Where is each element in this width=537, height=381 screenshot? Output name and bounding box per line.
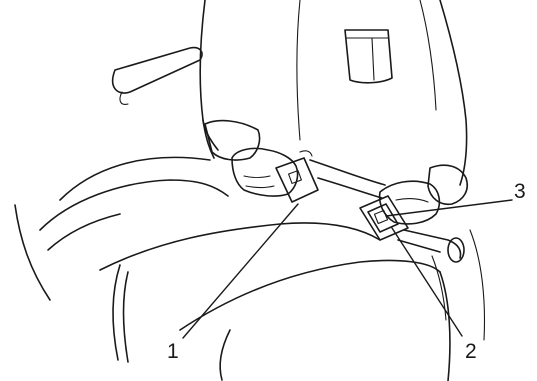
buckle-strap [398, 230, 464, 320]
release-button [374, 210, 387, 223]
leader-line-2 [392, 228, 462, 336]
lap-belt [310, 160, 385, 198]
leader-line-3 [386, 200, 512, 216]
left-hand [232, 148, 298, 196]
callout-2: 2 [465, 340, 477, 363]
chest-pocket [345, 30, 392, 83]
callout-3: 3 [514, 180, 526, 203]
right-sleeve [428, 165, 467, 204]
leader-line-1 [183, 204, 298, 338]
leader-lines [183, 200, 512, 338]
torso [200, 0, 467, 185]
armrest [113, 48, 202, 105]
right-hand [380, 181, 440, 224]
callout-1: 1 [167, 340, 179, 363]
